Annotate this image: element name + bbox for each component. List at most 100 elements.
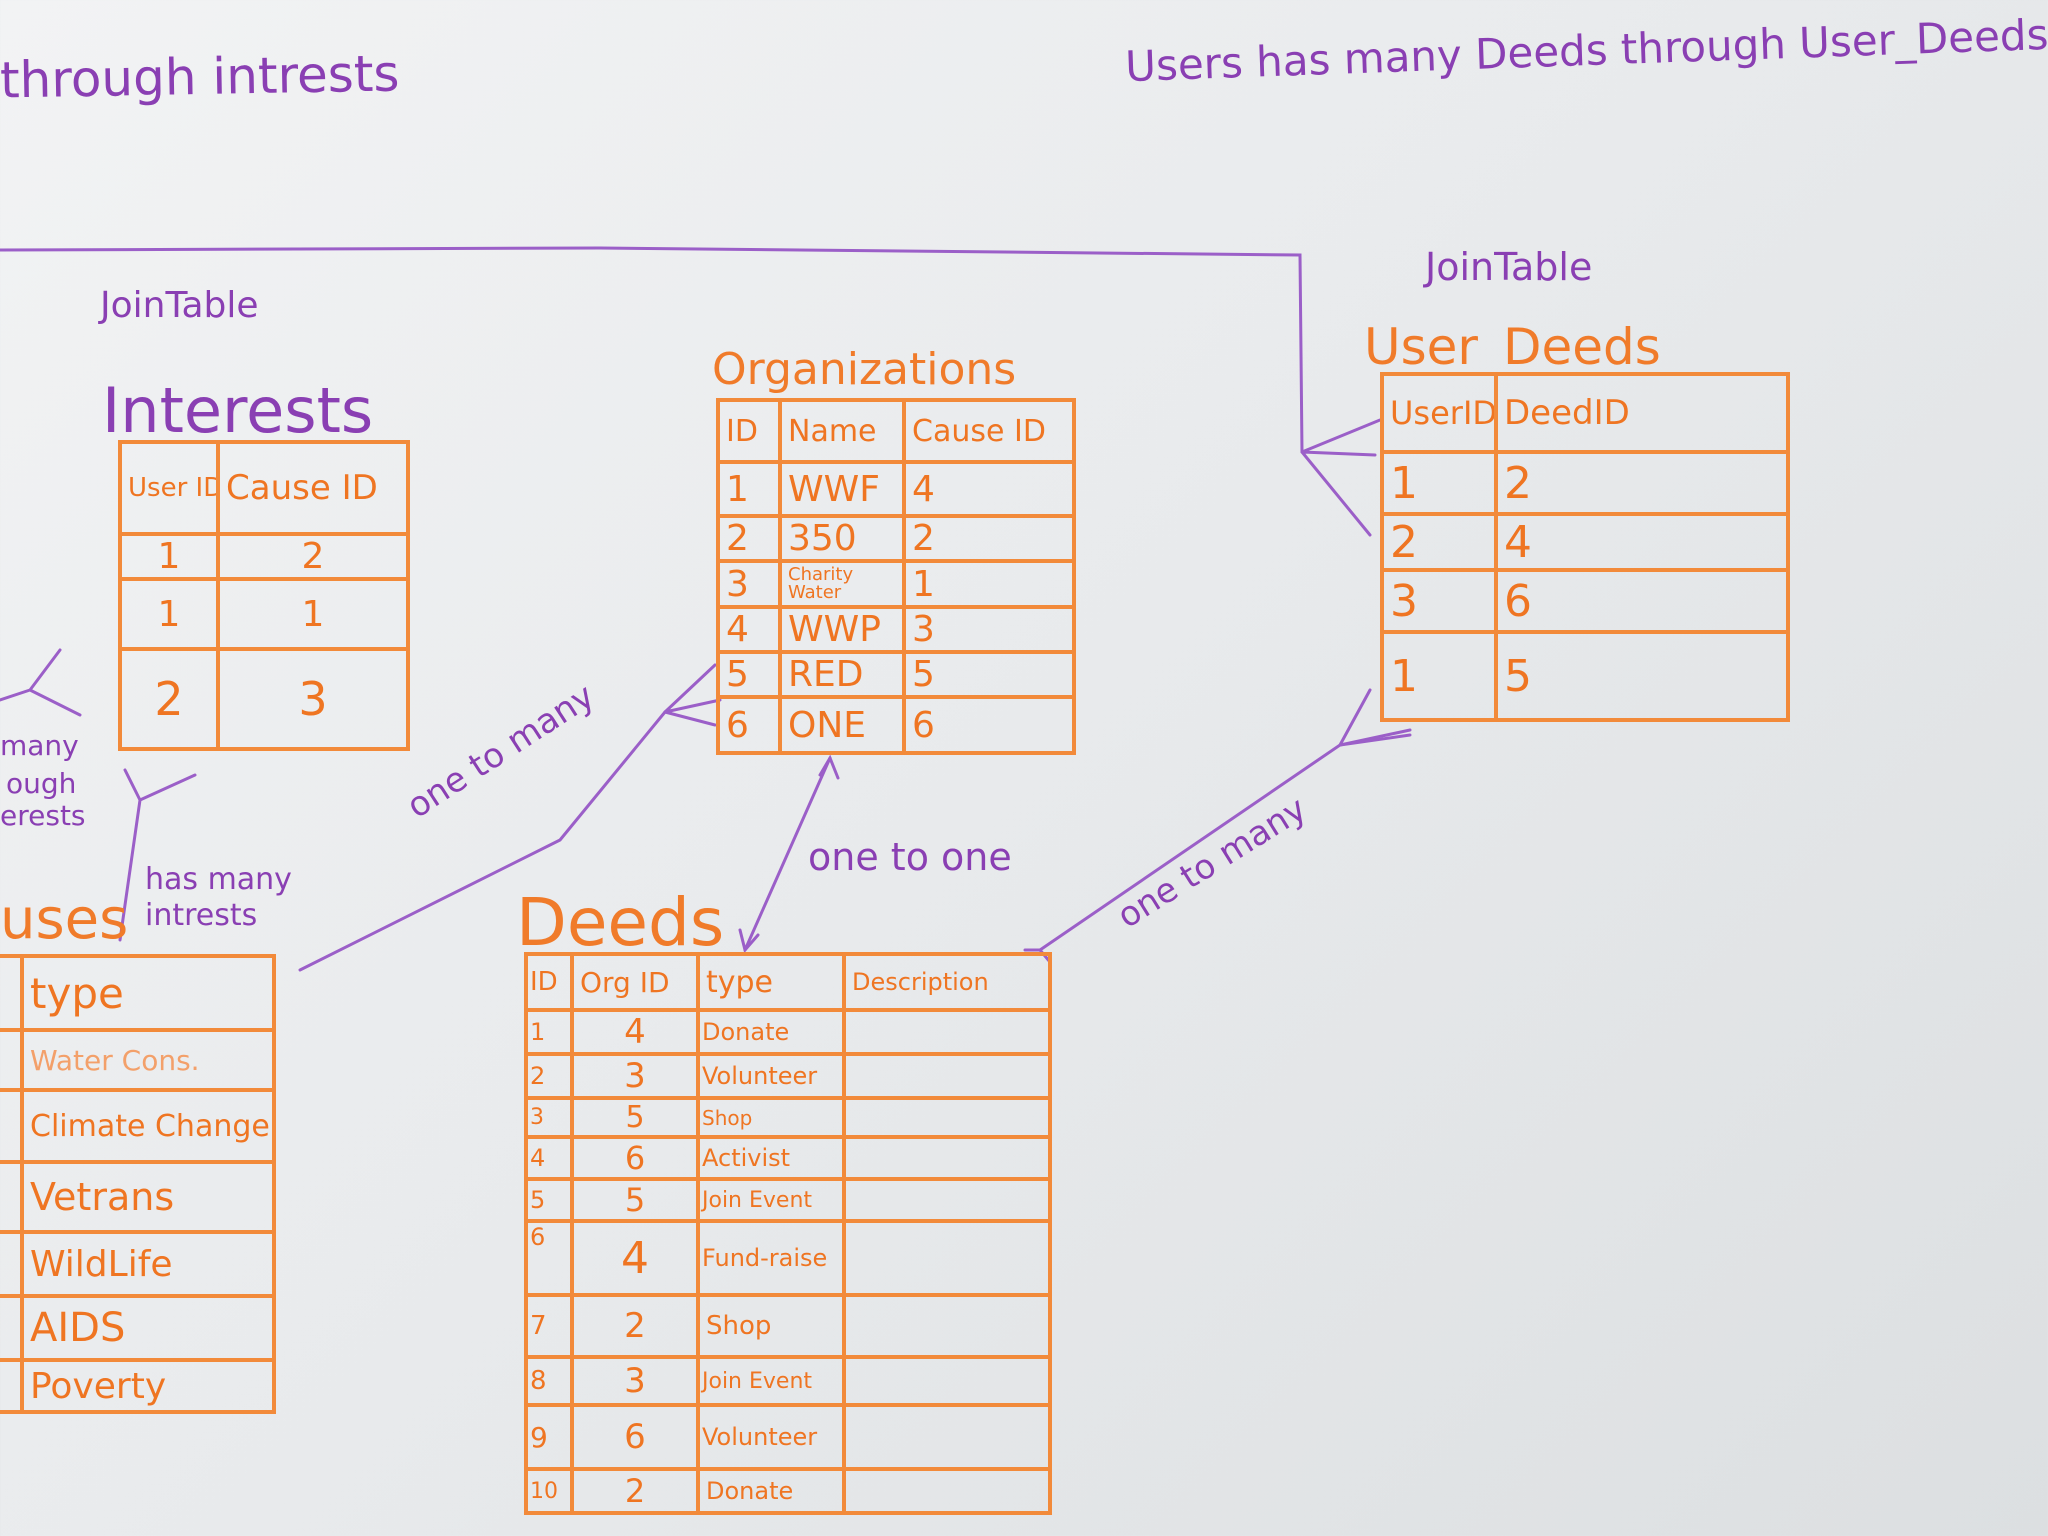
deeds-header-org-id: Org ID	[570, 952, 700, 1012]
causes-title: uses	[0, 887, 129, 952]
table-cell: RED	[778, 650, 906, 699]
table-cell	[842, 1293, 1052, 1359]
table-cell: Shop	[696, 1096, 846, 1139]
table-cell: 3	[216, 647, 410, 751]
table-cell: 6	[716, 695, 782, 755]
table-cell: 2	[716, 514, 782, 563]
table-cell: 2	[570, 1467, 700, 1515]
table-cell: WWP	[778, 605, 906, 654]
table-cell: 6	[902, 695, 1076, 755]
table-cell: 4	[716, 605, 782, 654]
table-cell: 2	[524, 1052, 574, 1100]
table-cell: 3	[902, 605, 1076, 654]
table-cell: 8	[524, 1355, 574, 1407]
table-cell: 1	[524, 1008, 574, 1056]
table-cell: 1	[1380, 630, 1498, 722]
table-cell: AIDS	[20, 1294, 276, 1362]
org-header-id: ID	[716, 398, 782, 464]
table-cell: 5	[570, 1096, 700, 1139]
label-has-many-interests: has many intrests	[145, 862, 292, 933]
table-cell: 350	[778, 514, 906, 563]
table-cell: WWF	[778, 460, 906, 518]
deeds-header-type: type	[696, 952, 846, 1012]
org-header-name: Name	[778, 398, 906, 464]
fragment-many: many	[0, 729, 79, 762]
user-deeds-header-deed-id: DeedID	[1494, 372, 1790, 454]
organizations-table: ID Name Cause ID 1 WWF 4 2 350 2 3 Chari…	[716, 398, 1076, 755]
table-cell: Activist	[696, 1135, 846, 1181]
table-cell	[842, 1135, 1052, 1181]
table-cell: Join Event	[696, 1355, 846, 1407]
interests-header-user-id: User ID	[118, 440, 220, 536]
note-through-interests: through intrests	[0, 44, 400, 110]
table-cell: Donate	[696, 1008, 846, 1056]
user-deeds-title: User_Deeds	[1364, 318, 1661, 376]
label-join-table-left: JoinTable	[100, 285, 259, 326]
table-cell: 5	[524, 1177, 574, 1223]
table-cell: 9	[524, 1403, 574, 1471]
label-join-table-right: JoinTable	[1425, 245, 1593, 289]
table-cell: 5	[1494, 630, 1790, 722]
table-cell: 5	[570, 1177, 700, 1223]
deeds-header-description: Description	[842, 952, 1052, 1012]
label-one-to-one: one to one	[808, 835, 1012, 879]
table-cell: 1	[216, 577, 410, 651]
table-cell: 2	[902, 514, 1076, 563]
label-one-to-many-right: one to many	[1110, 788, 1314, 937]
table-cell: Poverty	[20, 1358, 276, 1414]
table-cell: 6	[570, 1135, 700, 1181]
one-to-one-arrowhead-bottom	[738, 928, 760, 954]
table-cell: 4	[524, 1135, 574, 1181]
table-cell: 3	[1380, 568, 1498, 634]
table-cell	[842, 1219, 1052, 1297]
org-header-cause-id: Cause ID	[902, 398, 1076, 464]
deeds-table: ID Org ID type Description 1 4 Donate 2 …	[524, 952, 1052, 1515]
table-cell	[842, 1403, 1052, 1471]
table-cell: 3	[570, 1052, 700, 1100]
deeds-header-id: ID	[524, 952, 574, 1012]
table-cell: 1	[1380, 450, 1498, 516]
interests-table: User ID Cause ID 1 2 1 1 2 3	[118, 440, 410, 751]
table-cell: Shop	[696, 1293, 846, 1359]
table-cell: Volunteer	[696, 1052, 846, 1100]
table-cell: 4	[902, 460, 1076, 518]
table-cell: 2	[570, 1293, 700, 1359]
user-deeds-crows-foot	[1300, 418, 1382, 537]
interests-title: Interests	[102, 374, 374, 447]
table-cell: 1	[118, 577, 220, 651]
table-cell: 3	[524, 1096, 574, 1139]
table-cell: Join Event	[696, 1177, 846, 1223]
one-to-one-arrowhead-top	[818, 754, 840, 780]
table-cell: 5	[716, 650, 782, 699]
table-cell: 3	[716, 559, 782, 609]
table-cell	[842, 1052, 1052, 1100]
table-cell: 4	[570, 1008, 700, 1056]
table-cell	[842, 1467, 1052, 1515]
fragment-interests: erests	[0, 799, 86, 832]
interests-header-cause-id: Cause ID	[216, 440, 410, 536]
table-cell: WildLife	[20, 1230, 276, 1298]
fragment-through: ough	[6, 767, 77, 800]
user-deeds-header-user-id: UserID	[1380, 372, 1498, 454]
table-cell: 6	[524, 1219, 574, 1297]
table-cell: 4	[1494, 512, 1790, 572]
left-crows-foot-1	[0, 648, 82, 717]
org-crows-foot	[663, 663, 722, 727]
organizations-title: Organizations	[712, 344, 1017, 395]
table-cell: Water Cons.	[20, 1028, 276, 1092]
table-cell: ONE	[778, 695, 906, 755]
causes-table: type Water Cons. Climate Change Vetrans …	[0, 954, 276, 1414]
table-cell	[842, 1096, 1052, 1139]
table-cell: 6	[1494, 568, 1790, 634]
causes-header-type: type	[20, 954, 276, 1032]
table-cell: 10	[524, 1467, 574, 1515]
table-cell: Donate	[696, 1467, 846, 1515]
table-cell: Vetrans	[20, 1160, 276, 1234]
table-cell: 4	[570, 1219, 700, 1297]
table-cell: 2	[216, 532, 410, 581]
table-cell: 2	[1494, 450, 1790, 516]
table-cell: 2	[118, 647, 220, 751]
table-cell	[842, 1008, 1052, 1056]
table-cell	[842, 1355, 1052, 1407]
